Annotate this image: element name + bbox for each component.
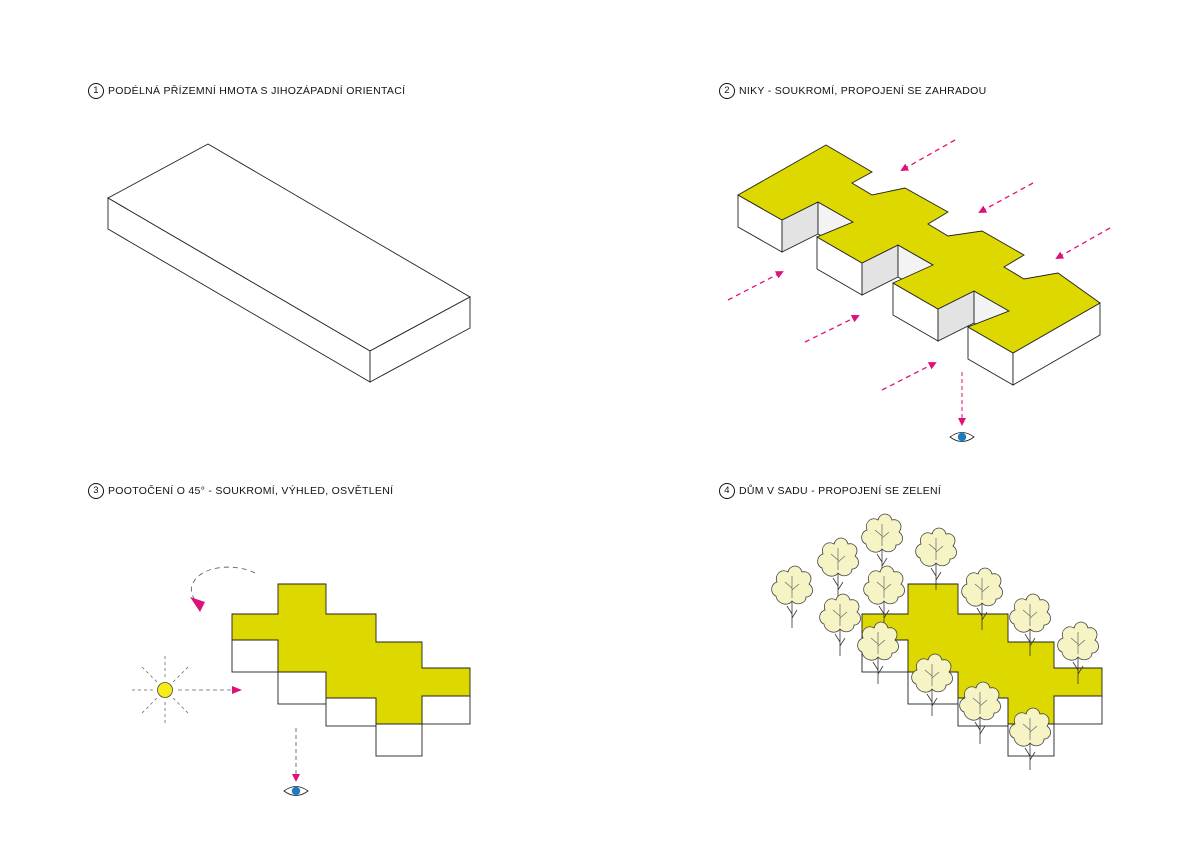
caption-3: 3 POOTOČENÍ O 45° - SOUKROMÍ, VÝHLED, OSV… [88,483,393,499]
panel-2-view-arrow [958,372,966,426]
eye-icon [949,432,975,442]
panel-2-house-niches [737,144,1101,386]
panel-number-4: 4 [719,483,735,499]
panel-title-3: POOTOČENÍ O 45° - SOUKROMÍ, VÝHLED, OSVĚ… [108,485,394,497]
panel-number-1: 1 [88,83,104,99]
rotation-arrow-icon [190,566,256,612]
sun-icon [132,656,189,724]
panel-1-long-volume [107,143,471,383]
panel-number-3: 3 [88,483,104,499]
panel-title-1: PODÉLNÁ PŘÍZEMNÍ HMOTA S JIHOZÁPADNÍ ORI… [108,85,406,97]
panel-title-4: DŮM V SADU - PROPOJENÍ SE ZELENÍ [739,485,942,497]
panel-title-2: NIKY - SOUKROMÍ, PROPOJENÍ SE ZAHRADOU [739,85,987,97]
eye-icon [283,786,309,796]
caption-1: 1 PODÉLNÁ PŘÍZEMNÍ HMOTA S JIHOZÁPADNÍ OR… [88,83,405,99]
panel-number-2: 2 [719,83,735,99]
caption-4: 4 DŮM V SADU - PROPOJENÍ SE ZELENÍ [719,483,941,499]
panel-2-arrows [727,139,1111,391]
panel-3-rotated-plan [231,583,471,757]
sunlight-arrow [178,686,242,694]
panel-3-view-arrow [292,728,300,782]
caption-2: 2 NIKY - SOUKROMÍ, PROPOJENÍ SE ZAHRADOU [719,83,987,99]
